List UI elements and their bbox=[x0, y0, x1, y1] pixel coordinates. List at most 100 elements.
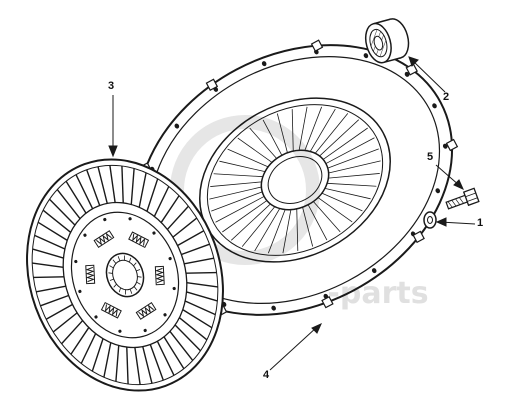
friction-segment bbox=[42, 209, 72, 233]
diaphragm-finger bbox=[210, 181, 262, 187]
friction-segment bbox=[52, 312, 78, 333]
plate-notch bbox=[310, 39, 324, 52]
damper-spring bbox=[154, 265, 165, 286]
plate-hole bbox=[371, 268, 377, 274]
friction-segment bbox=[34, 234, 66, 250]
friction-segment bbox=[56, 189, 81, 220]
plate-hole bbox=[435, 188, 441, 194]
diaphragm-finger bbox=[254, 208, 281, 252]
diaphragm-finger bbox=[328, 160, 381, 174]
diaphragm-finger bbox=[282, 209, 292, 254]
rivet bbox=[78, 289, 82, 294]
friction-segment bbox=[163, 336, 185, 370]
diaphragm-finger bbox=[296, 208, 299, 251]
diaphragm-finger bbox=[313, 201, 341, 233]
hub-spline bbox=[109, 278, 114, 281]
spring-coil bbox=[138, 304, 154, 318]
rivet bbox=[74, 259, 78, 264]
friction-segment bbox=[153, 186, 170, 217]
friction-segment bbox=[182, 309, 213, 329]
diaphragm-finger bbox=[302, 207, 314, 247]
friction-segment bbox=[86, 169, 101, 206]
hub-spline bbox=[112, 259, 117, 264]
rivet bbox=[168, 256, 172, 261]
friction-segment bbox=[32, 248, 64, 259]
friction-segment bbox=[134, 347, 141, 385]
diaphragm-finger bbox=[227, 148, 269, 168]
plate-hole bbox=[442, 143, 448, 149]
callout-4: 4 bbox=[263, 369, 270, 381]
diaphragm-finger bbox=[249, 127, 277, 159]
diaphragm-finger bbox=[325, 137, 375, 164]
callout-3: 3 bbox=[108, 80, 115, 92]
friction-segment bbox=[70, 327, 90, 355]
diaphragm-finger bbox=[328, 173, 380, 179]
diaphragm-finger bbox=[209, 186, 262, 200]
hub-spline bbox=[117, 256, 121, 262]
friction-segment bbox=[146, 178, 159, 212]
friction-segment bbox=[142, 346, 153, 384]
diaphragm-finger bbox=[307, 204, 328, 241]
diaphragm-finger bbox=[309, 108, 336, 152]
callout-1: 1 bbox=[477, 217, 484, 229]
washer bbox=[423, 211, 437, 229]
hub-spline bbox=[118, 287, 122, 293]
diaphragm-finger bbox=[215, 196, 265, 223]
rivet bbox=[103, 217, 107, 222]
diaphragm-finger bbox=[304, 106, 323, 151]
diaphragm-finger bbox=[222, 200, 268, 233]
friction-segment bbox=[40, 294, 69, 307]
diaphragm-finger bbox=[213, 173, 263, 178]
diaphragm-finger bbox=[317, 197, 353, 223]
plate-hole bbox=[432, 103, 437, 109]
friction-segment bbox=[160, 195, 180, 223]
friction-segment bbox=[174, 324, 201, 352]
friction-segment bbox=[169, 330, 194, 361]
damper-spring bbox=[128, 231, 150, 249]
friction-segment bbox=[181, 243, 210, 256]
plate-notch bbox=[321, 295, 334, 309]
plate-notch bbox=[205, 78, 219, 92]
rivet bbox=[128, 217, 132, 221]
friction-segment bbox=[186, 271, 217, 274]
friction-segment bbox=[65, 180, 87, 214]
diaphragm-finger bbox=[327, 182, 377, 187]
friction-segment bbox=[103, 342, 112, 378]
rivet bbox=[143, 328, 147, 333]
diaphragm-finger bbox=[319, 119, 360, 157]
friction-segment bbox=[36, 285, 66, 293]
plate-hole bbox=[174, 123, 180, 129]
diaphragm-finger bbox=[237, 137, 273, 163]
spring-coil bbox=[132, 233, 146, 246]
leader-line-3 bbox=[108, 95, 118, 158]
release-bearing bbox=[364, 18, 410, 64]
hub-spline bbox=[124, 255, 125, 261]
hub-spline bbox=[129, 288, 133, 294]
diaphragm-finger bbox=[267, 209, 286, 254]
hub-spline bbox=[136, 269, 141, 272]
hub-spline bbox=[125, 289, 126, 295]
plate-notch bbox=[405, 63, 418, 76]
plate-hole bbox=[261, 61, 267, 67]
friction-segment bbox=[115, 345, 120, 382]
friction-segment bbox=[109, 165, 116, 203]
plate-hole bbox=[404, 71, 410, 77]
friction-segment bbox=[45, 303, 73, 320]
diaphragm-finger bbox=[262, 119, 283, 156]
friction-segment bbox=[130, 168, 135, 205]
friction-segment bbox=[37, 221, 68, 241]
diaphragm-finger bbox=[276, 113, 288, 153]
diaphragm-finger bbox=[241, 206, 276, 247]
plate-notch bbox=[445, 138, 459, 152]
damper-spring bbox=[135, 302, 157, 320]
friction-segment bbox=[138, 172, 147, 208]
callout-5: 5 bbox=[427, 151, 434, 163]
diaphragm-finger bbox=[211, 191, 263, 212]
friction-segment bbox=[91, 338, 104, 372]
friction-segment bbox=[186, 291, 218, 302]
rivet bbox=[94, 315, 98, 319]
plate-hole bbox=[271, 305, 276, 311]
spring-coil bbox=[104, 304, 118, 317]
